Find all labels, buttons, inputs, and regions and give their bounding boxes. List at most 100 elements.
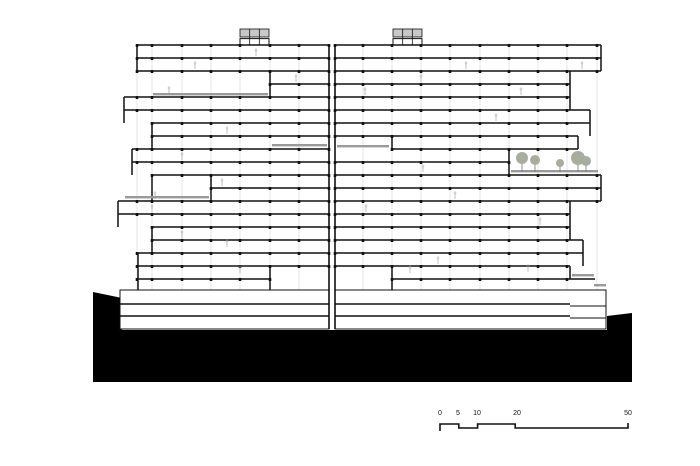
column-node: [507, 265, 511, 268]
ground-fill: [93, 292, 632, 382]
column-node: [536, 239, 540, 242]
tree-icon: [556, 159, 564, 167]
column-node: [209, 96, 213, 99]
column-node: [209, 200, 213, 203]
column-node: [150, 70, 154, 73]
column-node: [209, 265, 213, 268]
column-node: [507, 44, 511, 47]
column-node: [595, 174, 599, 177]
column-node: [507, 70, 511, 73]
column-node: [135, 265, 139, 268]
column-node: [361, 187, 365, 190]
column-node: [565, 239, 569, 242]
column-node: [150, 265, 154, 268]
column-node: [150, 148, 154, 151]
column-node: [419, 252, 423, 255]
column-node: [448, 226, 452, 229]
column-node: [507, 187, 511, 190]
column-node: [565, 252, 569, 255]
column-node: [268, 57, 272, 60]
person-icon: [153, 191, 157, 195]
column-node: [209, 57, 213, 60]
column-node: [238, 226, 242, 229]
column-node: [536, 122, 540, 125]
structural-grid-lines: [136, 45, 598, 329]
column-node: [180, 200, 184, 203]
scale-bar: [439, 423, 629, 431]
column-node: [268, 109, 272, 112]
tree-icon: [516, 152, 528, 164]
column-node: [135, 148, 139, 151]
column-node: [536, 252, 540, 255]
column-node: [478, 70, 482, 73]
column-node: [268, 187, 272, 190]
column-node: [361, 174, 365, 177]
terrace-railing: [594, 284, 606, 287]
column-node: [536, 96, 540, 99]
column-node: [478, 252, 482, 255]
column-node: [180, 122, 184, 125]
column-node: [507, 122, 511, 125]
column-node: [150, 96, 154, 99]
column-node: [478, 174, 482, 177]
column-node: [390, 109, 394, 112]
column-node: [565, 109, 569, 112]
column-node: [209, 252, 213, 255]
tree-icon-group: [516, 151, 591, 172]
podium-right: [334, 289, 607, 330]
column-node: [297, 57, 301, 60]
column-node: [536, 265, 540, 268]
column-node: [478, 135, 482, 138]
column-node: [297, 265, 301, 268]
column-node: [135, 278, 139, 281]
person-icon: [363, 87, 367, 91]
roof-pergola: [239, 28, 270, 38]
column-node: [448, 44, 452, 47]
column-node: [180, 148, 184, 151]
column-node: [507, 252, 511, 255]
column-node: [180, 70, 184, 73]
column-node: [150, 278, 154, 281]
terrace-hatching: [125, 93, 606, 287]
column-node: [209, 44, 213, 47]
column-node: [150, 252, 154, 255]
column-node: [268, 174, 272, 177]
tree-icon: [581, 156, 591, 166]
column-node: [448, 148, 452, 151]
column-node: [180, 265, 184, 268]
column-node: [536, 200, 540, 203]
column-node: [150, 161, 154, 164]
column-node: [135, 109, 139, 112]
column-node: [565, 174, 569, 177]
column-node: [297, 239, 301, 242]
right-wing-floors: [333, 44, 602, 329]
roof-frame: [392, 38, 423, 45]
column-node: [419, 83, 423, 86]
person-icon: [364, 204, 368, 208]
column-node: [595, 200, 599, 203]
column-node: [238, 96, 242, 99]
column-node: [419, 278, 423, 281]
terrace-railing: [125, 196, 209, 199]
left-wing-floors: [117, 44, 331, 329]
column-node: [361, 83, 365, 86]
column-node: [448, 252, 452, 255]
column-node: [536, 174, 540, 177]
column-node: [390, 148, 394, 151]
column-node: [448, 278, 452, 281]
column-node: [419, 174, 423, 177]
terrace-railing: [272, 144, 327, 147]
column-node: [268, 135, 272, 138]
column-node: [297, 187, 301, 190]
column-node: [361, 109, 365, 112]
column-node: [507, 57, 511, 60]
podium-left: [119, 289, 330, 330]
column-node: [448, 96, 452, 99]
column-node: [419, 122, 423, 125]
column-node: [507, 200, 511, 203]
column-node: [536, 226, 540, 229]
column-node: [536, 148, 540, 151]
column-node: [478, 187, 482, 190]
column-node: [268, 148, 272, 151]
column-node: [135, 96, 139, 99]
